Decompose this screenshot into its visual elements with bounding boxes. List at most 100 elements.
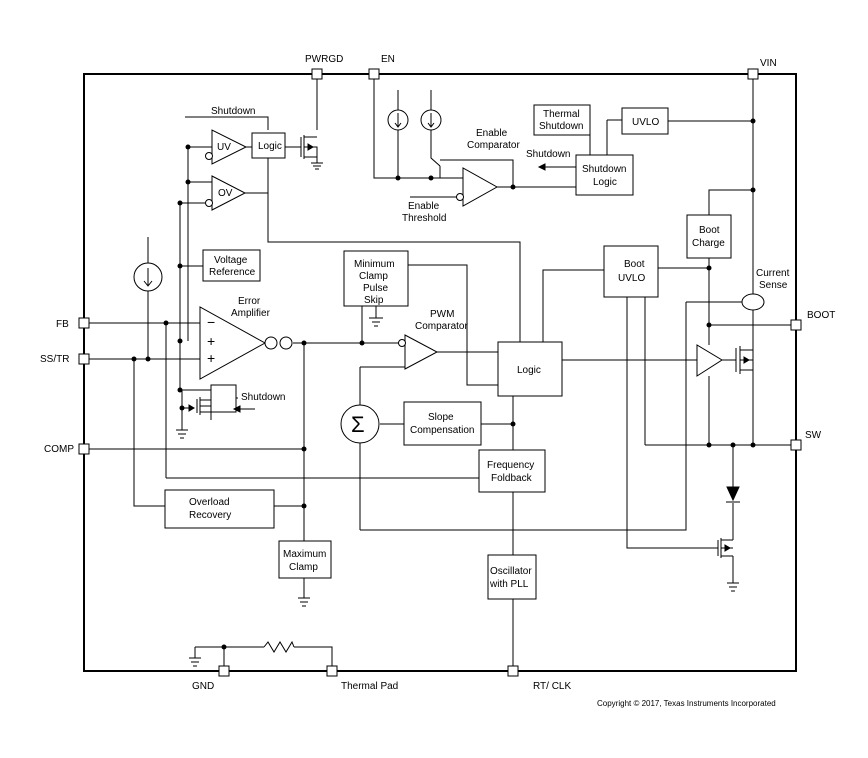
pin-label-gnd: GND: [192, 681, 214, 692]
pin-comp: [78, 443, 90, 455]
low-side-mosfet: [717, 538, 733, 558]
oscillator-block: [487, 554, 537, 600]
chip-outline: [83, 73, 797, 672]
thermal-shutdown-line-2: Shutdown: [539, 121, 583, 132]
frequency-foldback-block: [478, 449, 546, 493]
error-amplifier: [199, 306, 267, 380]
shutdown-logic-block: [575, 154, 634, 196]
error-amp-plus-1: +: [207, 333, 215, 349]
min-clamp-line-3: Pulse: [363, 283, 388, 294]
pin-label-pwrgd: PWRGD: [305, 54, 343, 65]
current-sense-coil: [741, 293, 765, 311]
thermal-shutdown-line-1: Thermal: [543, 109, 580, 120]
pin-label-sw: SW: [805, 430, 822, 441]
enable-threshold-line-2: Threshold: [402, 213, 446, 224]
voltage-reference-line-1: Voltage: [214, 255, 248, 266]
ov-label: OV: [218, 188, 233, 199]
summing-symbol: Σ: [351, 412, 365, 437]
enable-comparator-line-1: Enable: [476, 128, 508, 139]
pin-label-en: EN: [381, 54, 395, 65]
error-amplifier-line-1: Error: [238, 296, 261, 307]
uv-comparator: [211, 129, 248, 165]
slope-comp-line-1: Slope: [428, 412, 454, 423]
shutdown-label-top: Shutdown: [211, 106, 255, 117]
uv-inverting-bubble: [205, 152, 213, 160]
oscillator-line-2: with PLL: [489, 579, 529, 590]
shutdown-label-left: Shutdown: [241, 392, 285, 403]
maximum-clamp-line-2: Clamp: [289, 562, 318, 573]
pwm-comparator-line-2: Comparator: [415, 321, 468, 332]
uv-label: UV: [217, 142, 231, 153]
freq-foldback-line-1: Frequency: [487, 460, 534, 471]
pin-label-fb: FB: [56, 319, 69, 330]
diode: [726, 486, 740, 503]
pin-pwrgd: [311, 68, 323, 80]
oscillator-line-1: Oscillator: [490, 566, 532, 577]
boot-uvlo-block: [603, 245, 659, 298]
copyright-notice: Copyright © 2017, Texas Instruments Inco…: [597, 699, 776, 708]
pwm-inverting-bubble: [398, 339, 406, 347]
min-clamp-line-2: Clamp: [359, 271, 388, 282]
pin-label-vin: VIN: [760, 58, 777, 69]
high-side-mosfet: [722, 346, 754, 376]
pin-label-boot: BOOT: [807, 310, 835, 321]
shutdown-logic-line-2: Logic: [593, 177, 617, 188]
pin-fb: [78, 317, 90, 329]
pwm-comparator: [404, 334, 439, 370]
pin-gnd: [218, 665, 230, 677]
summing-junction: [340, 404, 380, 444]
pin-sstr: [78, 353, 90, 365]
slope-compensation-block: [403, 401, 482, 446]
current-sense-line-2: Sense: [759, 280, 788, 291]
freq-foldback-line-2: Foldback: [491, 473, 533, 484]
junction-dots: [131, 118, 756, 650]
error-amp-output-bubble-2: [279, 336, 293, 350]
pin-thermal-pad: [326, 665, 338, 677]
wires: [84, 74, 796, 671]
boot-charge-line-1: Boot: [699, 225, 720, 236]
logic-small-label: Logic: [258, 141, 282, 152]
pins: [78, 68, 802, 677]
voltage-reference-line-2: Reference: [209, 267, 256, 278]
overload-recovery-line-1: Overload: [189, 497, 230, 508]
shutdown-logic-line-1: Shutdown: [582, 164, 626, 175]
logic-main-label: Logic: [517, 365, 541, 376]
pin-label-thermal-pad: Thermal Pad: [341, 681, 398, 692]
pin-label-rtclk: RT/ CLK: [533, 681, 571, 692]
error-amp-minus: −: [207, 314, 215, 330]
current-sense-line-1: Current: [756, 268, 790, 279]
ov-comparator: [211, 175, 247, 211]
boot-uvlo-line-1: Boot: [624, 259, 645, 270]
gate-driver: [696, 344, 723, 377]
error-amp-plus-2: +: [207, 350, 215, 366]
error-amp-output-bubble-1: [264, 336, 278, 350]
boot-uvlo-line-2: UVLO: [618, 273, 645, 284]
uvlo-label: UVLO: [632, 117, 659, 128]
maximum-clamp-block: [278, 540, 332, 579]
pwm-comparator-line-1: PWM: [430, 309, 454, 320]
enable-threshold-line-1: Enable: [408, 201, 440, 212]
min-clamp-line-1: Minimum: [354, 259, 395, 270]
ov-inverting-bubble: [205, 199, 213, 207]
pin-sw: [790, 439, 802, 451]
uvlo-block: [621, 107, 669, 135]
thermal-shutdown-block: [533, 104, 591, 136]
logic-main-block: [497, 341, 563, 397]
overload-recovery-line-2: Recovery: [189, 510, 231, 521]
maximum-clamp-line-1: Maximum: [283, 549, 326, 560]
pin-label-comp: COMP: [44, 444, 74, 455]
voltage-reference-block: [202, 249, 261, 282]
enable-comparator: [462, 167, 499, 207]
boot-charge-block: [686, 214, 732, 259]
pin-rtclk: [507, 665, 519, 677]
logic-small-block: [251, 132, 286, 159]
ss-shutdown-mosfet: [188, 397, 211, 415]
shutdown-fet-box: [210, 384, 237, 413]
enable-comparator-line-2: Comparator: [467, 140, 520, 151]
pin-en: [368, 68, 380, 80]
pin-label-sstr: SS/TR: [40, 354, 69, 365]
error-amplifier-line-2: Amplifier: [231, 308, 271, 319]
pin-vin: [747, 68, 759, 80]
min-clamp-line-4: Skip: [364, 295, 384, 306]
